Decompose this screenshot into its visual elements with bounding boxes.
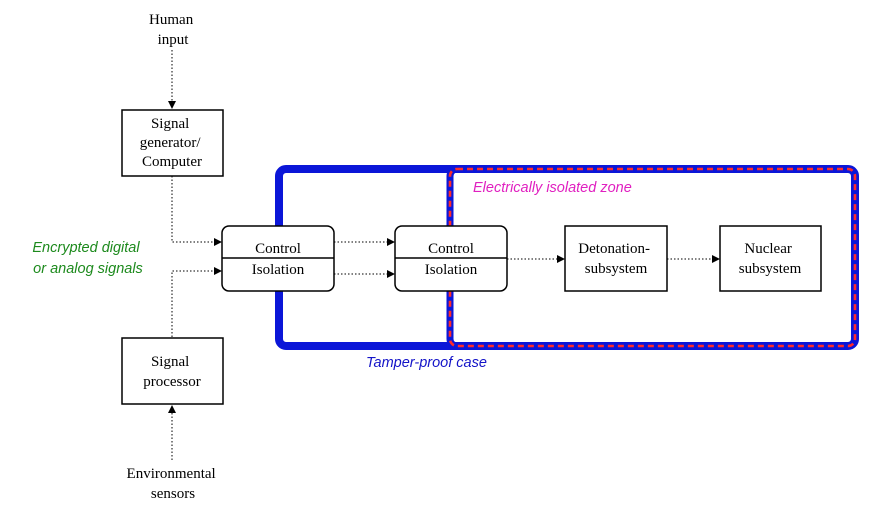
signal-processor-label: Signal processor [143, 354, 200, 390]
isolated-zone-label: Electrically isolated zone [473, 180, 632, 196]
isolated-zone-dash [448, 167, 857, 348]
connectors [168, 50, 720, 460]
control-isolation-inner: Control Isolation [394, 225, 508, 292]
signal-processor-box [121, 337, 224, 405]
control-inner-label: Control [428, 241, 474, 257]
encrypted-signals-label: Encrypted digital or analog signals [32, 240, 143, 277]
control-isolation-outer: Control Isolation [221, 225, 335, 292]
signal-generator-box [121, 109, 224, 177]
detonation-subsystem-box [564, 225, 668, 292]
arrow-generator-to-control [171, 176, 222, 246]
isolation-outer-label: Isolation [252, 262, 305, 278]
isolation-inner-label: Isolation [425, 262, 478, 278]
tamper-proof-case-label: Tamper-proof case [366, 355, 487, 371]
arrow-processor-to-control [171, 267, 222, 337]
detonation-subsystem-label: Detonation- subsystem [578, 241, 653, 277]
environmental-sensors-label: Environmental sensors [127, 466, 220, 502]
nuclear-subsystem-box [719, 225, 822, 292]
signal-generator-label: Signal generator/ Computer [140, 116, 205, 170]
human-input-label: Human input [149, 12, 197, 48]
control-outer-label: Control [255, 241, 301, 257]
nuclear-subsystem-label: Nuclear subsystem [739, 241, 802, 277]
